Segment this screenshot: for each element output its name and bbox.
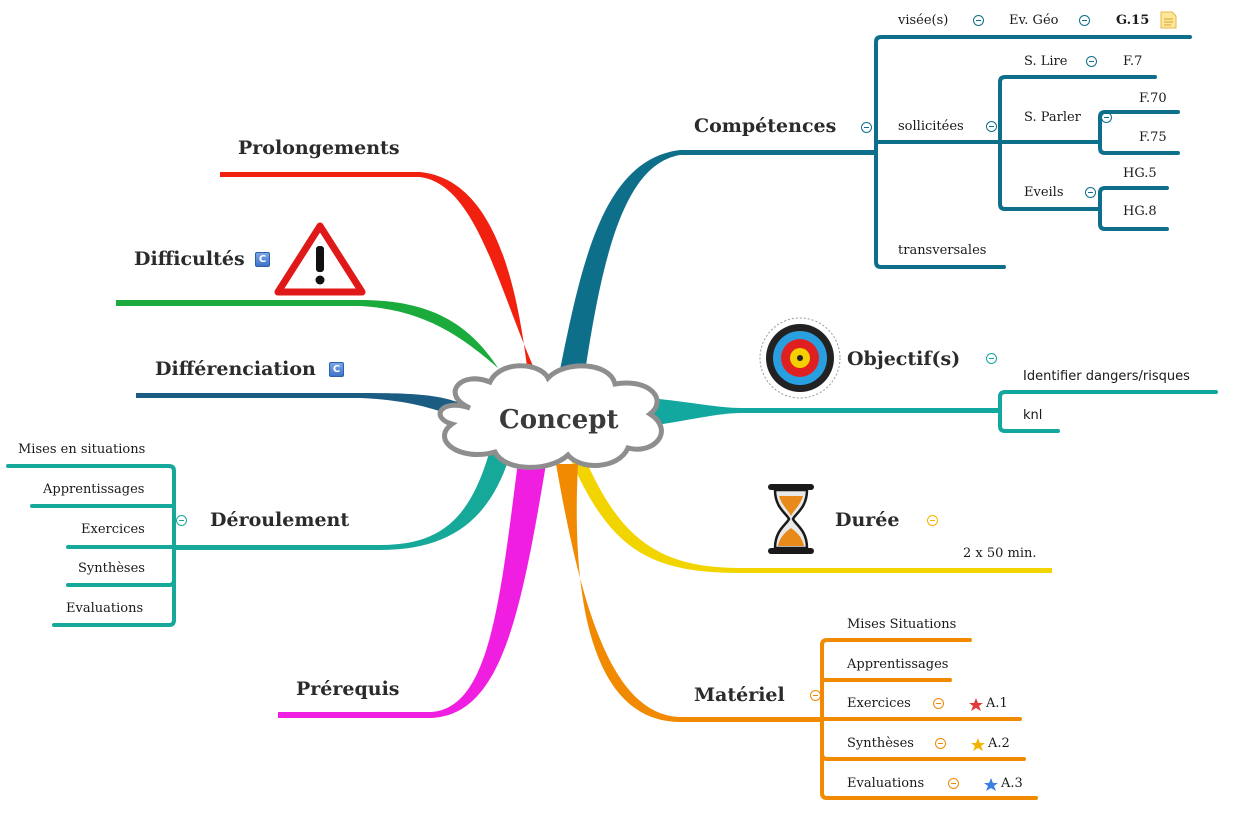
duree-value[interactable]: 2 x 50 min.: [963, 546, 1037, 561]
node-transversales[interactable]: transversales: [898, 243, 987, 258]
leaf-f70[interactable]: F.70: [1139, 91, 1167, 106]
node-difficultes[interactable]: Difficultés: [134, 248, 245, 270]
objectif-item[interactable]: Identifier dangers/risques: [1023, 369, 1190, 384]
leaf-hg8[interactable]: HG.8: [1123, 204, 1157, 219]
collapse-s-lire-icon[interactable]: [1086, 56, 1097, 67]
materiel-item[interactable]: Mises Situations: [847, 617, 957, 632]
collapse-exercices-icon[interactable]: [933, 698, 944, 709]
node-s-parler[interactable]: S. Parler: [1024, 110, 1081, 125]
collapse-syntheses-icon[interactable]: [935, 738, 946, 749]
callout-badge-difficultes[interactable]: C: [255, 252, 270, 267]
materiel-item[interactable]: Exercices: [847, 696, 911, 711]
node-materiel[interactable]: Matériel: [694, 684, 785, 706]
collapse-materiel-icon[interactable]: [810, 690, 821, 701]
collapse-eveils-icon[interactable]: [1085, 187, 1096, 198]
leaf-g15[interactable]: G.15: [1116, 13, 1150, 28]
node-visees[interactable]: visée(s): [898, 13, 949, 28]
branch-differenciation: [136, 393, 466, 420]
collapse-ev-geo-icon[interactable]: [1079, 15, 1090, 26]
branch-deroulement: [176, 450, 510, 550]
leaf-hg5[interactable]: HG.5: [1123, 166, 1157, 181]
ref-a2[interactable]: A.2: [988, 736, 1010, 751]
blue-star-icon: [984, 778, 998, 791]
collapse-s-parler-icon[interactable]: [1101, 112, 1112, 123]
callout-badge-differenciation[interactable]: C: [329, 362, 344, 377]
collapse-evaluations-icon[interactable]: [948, 778, 959, 789]
node-differenciation[interactable]: Différenciation: [155, 358, 316, 380]
node-competences[interactable]: Compétences: [694, 115, 837, 137]
deroulement-item[interactable]: Exercices: [81, 522, 145, 537]
warning-triangle-icon: [274, 222, 366, 296]
materiel-item[interactable]: Apprentissages: [847, 657, 949, 672]
collapse-competences-icon[interactable]: [861, 122, 872, 133]
deroulement-item[interactable]: Mises en situations: [18, 442, 146, 457]
yellow-star-icon: [971, 738, 985, 751]
leaf-f75[interactable]: F.75: [1139, 130, 1167, 145]
node-eveils[interactable]: Eveils: [1024, 185, 1064, 200]
hourglass-icon: [768, 484, 814, 554]
collapse-deroulement-icon[interactable]: [176, 515, 187, 526]
ref-a3[interactable]: A.3: [1001, 776, 1023, 791]
node-duree[interactable]: Durée: [835, 509, 900, 531]
collapse-visees-icon[interactable]: [973, 15, 984, 26]
center-label[interactable]: Concept: [499, 405, 619, 435]
deroulement-item[interactable]: Evaluations: [66, 601, 144, 616]
node-s-lire[interactable]: S. Lire: [1024, 54, 1068, 69]
deroulement-item[interactable]: Apprentissages: [43, 482, 145, 497]
note-icon[interactable]: [1160, 11, 1177, 29]
ref-a1[interactable]: A.1: [986, 696, 1008, 711]
target-icon: [759, 317, 841, 399]
node-deroulement[interactable]: Déroulement: [210, 509, 350, 531]
node-prerequis[interactable]: Prérequis: [296, 678, 400, 700]
branch-prerequis: [278, 462, 546, 718]
center-cloud[interactable]: [437, 363, 664, 470]
red-star-icon: [969, 698, 983, 711]
node-objectifs[interactable]: Objectif(s): [847, 348, 961, 370]
materiel-item[interactable]: Synthèses: [847, 736, 914, 751]
objectif-item[interactable]: knl: [1023, 408, 1043, 423]
node-ev-geo[interactable]: Ev. Géo: [1009, 13, 1059, 28]
collapse-objectifs-icon[interactable]: [986, 353, 997, 364]
materiel-item[interactable]: Evaluations: [847, 776, 925, 791]
branch-objectifs: [650, 398, 1000, 426]
node-sollicitees[interactable]: sollicitées: [898, 119, 964, 134]
collapse-sollicitees-icon[interactable]: [986, 121, 997, 132]
node-prolongements[interactable]: Prolongements: [238, 137, 400, 159]
leaf-f7[interactable]: F.7: [1123, 54, 1143, 69]
deroulement-item[interactable]: Synthèses: [78, 561, 145, 576]
collapse-duree-icon[interactable]: [927, 515, 938, 526]
